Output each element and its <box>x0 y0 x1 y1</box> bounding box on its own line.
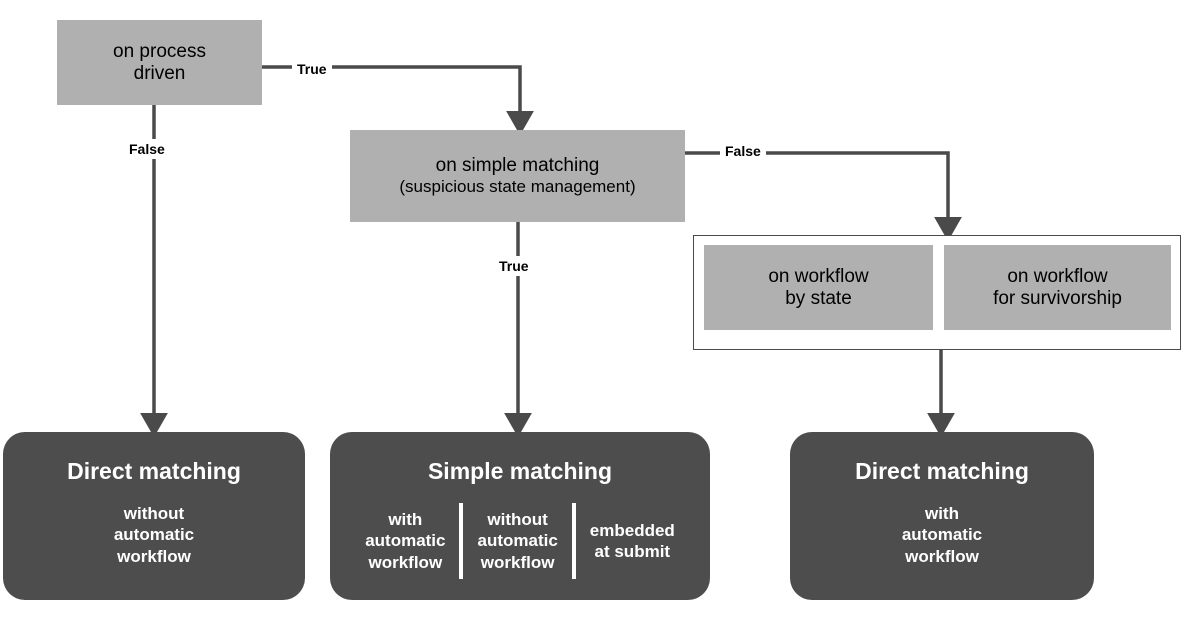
result-simple-matching-col1-line3: workflow <box>368 552 443 572</box>
edge-process-driven-true <box>262 65 534 136</box>
result-direct-matching-right-sub-line1: with <box>924 504 959 523</box>
decision-process-driven-line2: driven <box>133 62 186 84</box>
option-workflow-for-survivorship-line1: on workflow <box>1007 265 1108 287</box>
result-simple-matching-col3-line2: at submit <box>594 542 671 561</box>
result-direct-matching-left-sub-line2: automatic <box>113 525 195 545</box>
result-box-direct-matching-right[interactable]: Direct matching with automatic workflow <box>790 432 1094 600</box>
edge-label-process-driven-false: False <box>124 139 170 159</box>
decision-simple-matching-line2: (suspicious state management) <box>399 177 636 197</box>
result-simple-matching-col2-line1: without <box>487 510 548 530</box>
result-simple-matching-title: Simple matching <box>427 458 613 484</box>
column-divider-2 <box>571 503 576 579</box>
result-direct-matching-right-subtitle: with automatic workflow <box>902 503 982 567</box>
result-simple-matching-column-3[interactable]: embedded at submit <box>580 499 685 583</box>
edge-simple-matching-false <box>685 151 962 242</box>
edge-label-process-driven-true: True <box>292 59 332 79</box>
option-box-workflow-by-state[interactable]: on workflow by state <box>704 245 933 330</box>
option-box-workflow-for-survivorship[interactable]: on workflow for survivorship <box>944 245 1171 330</box>
result-simple-matching-columns: with automatic workflow without automati… <box>355 499 685 583</box>
option-workflow-for-survivorship-line2: for survivorship <box>993 287 1122 309</box>
decision-box-process-driven[interactable]: on process driven <box>57 20 262 105</box>
result-direct-matching-left-title: Direct matching <box>67 458 241 484</box>
decision-box-simple-matching[interactable]: on simple matching (suspicious state man… <box>350 130 685 222</box>
result-direct-matching-left-sub-line3: workflow <box>117 546 191 566</box>
result-direct-matching-right-sub-line2: automatic <box>901 525 983 545</box>
edge-label-simple-matching-true: True <box>494 256 534 276</box>
result-simple-matching-col2-line3: workflow <box>480 552 555 572</box>
decision-simple-matching-line1: on simple matching <box>435 155 600 177</box>
result-direct-matching-right-sub-line3: workflow <box>905 546 979 566</box>
result-simple-matching-column-2[interactable]: without automatic workflow <box>467 499 567 583</box>
result-direct-matching-left-subtitle: without automatic workflow <box>114 503 194 567</box>
result-simple-matching-column-1[interactable]: with automatic workflow <box>355 499 455 583</box>
result-simple-matching-col2-line2: automatic <box>477 531 558 551</box>
result-direct-matching-right-title: Direct matching <box>855 458 1029 484</box>
result-simple-matching-col1-line2: automatic <box>365 531 446 551</box>
option-workflow-by-state-line2: by state <box>785 287 852 309</box>
option-workflow-by-state-line1: on workflow <box>768 265 869 287</box>
column-divider-1 <box>459 503 464 579</box>
decision-process-driven-line1: on process <box>113 40 206 62</box>
result-direct-matching-left-sub-line1: without <box>123 504 185 523</box>
result-box-simple-matching[interactable]: Simple matching with automatic workflow … <box>330 432 710 600</box>
result-simple-matching-col3-line1: embedded <box>589 520 675 540</box>
result-simple-matching-col1-line1: with <box>388 510 423 530</box>
result-box-direct-matching-left[interactable]: Direct matching without automatic workfl… <box>3 432 305 600</box>
edge-label-simple-matching-false: False <box>720 141 766 161</box>
